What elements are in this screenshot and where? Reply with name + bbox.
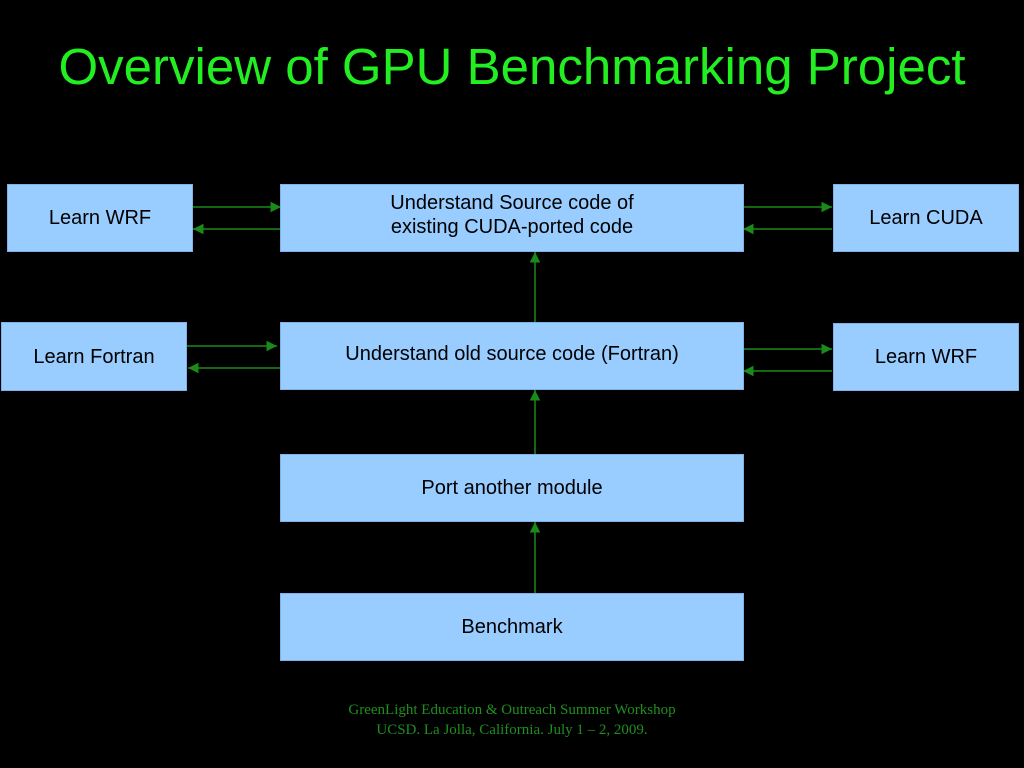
box-port-module: Port another module (280, 454, 744, 522)
slide-title-text: Overview of GPU Benchmarking Project (58, 38, 966, 95)
slide-footer: GreenLight Education & Outreach Summer W… (0, 700, 1024, 740)
box-understand-fortran-source: Understand old source code (Fortran) (280, 322, 744, 390)
box-understand-cuda-source: Understand Source code of existing CUDA-… (280, 184, 744, 252)
box-port-module-label: Port another module (421, 477, 603, 499)
slide-title: Overview of GPU Benchmarking Project (0, 38, 1024, 96)
box-learn-fortran-label: Learn Fortran (33, 345, 155, 368)
box-benchmark-label: Benchmark (461, 616, 563, 638)
box-learn-wrf-top-label: Learn WRF (48, 207, 152, 229)
box-understand-fortran-source-label: Understand old source code (Fortran) (345, 343, 679, 365)
footer-line-2: UCSD. La Jolla, California. July 1 – 2, … (376, 722, 648, 738)
box-learn-cuda: Learn CUDA (833, 184, 1019, 252)
box-learn-wrf-top: Learn WRF (7, 184, 193, 252)
box-learn-wrf-right: Learn WRF (833, 323, 1019, 391)
footer-line-1: GreenLight Education & Outreach Summer W… (348, 702, 676, 718)
box-benchmark: Benchmark (280, 593, 744, 661)
box-learn-cuda-label: Learn CUDA (869, 207, 983, 229)
box-learn-wrf-right-label: Learn WRF (874, 346, 978, 368)
box-understand-cuda-source-label: Understand Source code of existing CUDA-… (390, 192, 634, 238)
box-learn-fortran: Learn Fortran (1, 322, 187, 391)
